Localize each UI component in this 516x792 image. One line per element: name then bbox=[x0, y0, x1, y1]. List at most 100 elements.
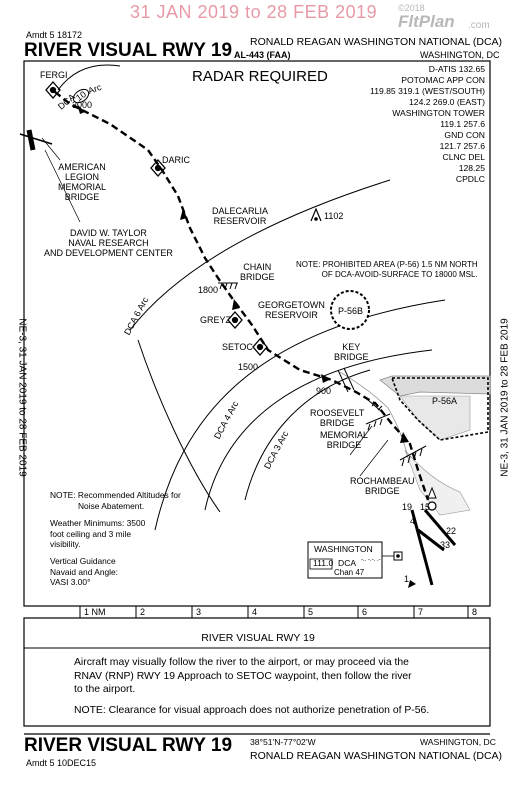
note-altitudes: NOTE: Recommended Altitudes for Noise Ab… bbox=[50, 490, 181, 511]
label-prohibited-note: NOTE: PROHIBITED AREA (P-56) 1.5 NM NORT… bbox=[296, 260, 478, 279]
scale-label: 5 bbox=[308, 607, 314, 617]
track-arrow-1 bbox=[77, 104, 85, 114]
freq-line: POTOMAC APP CON bbox=[401, 75, 485, 85]
leader-memorial bbox=[349, 425, 373, 456]
scale-label: 2 bbox=[140, 607, 146, 617]
label-alt-1500: 1500 bbox=[238, 362, 259, 372]
frequencies-block: D-ATIS 132.65 POTOMAC APP CON 119.85 319… bbox=[370, 64, 485, 185]
freq-line: WASHINGTON TOWER bbox=[392, 108, 485, 118]
arc-dca10 bbox=[57, 64, 121, 91]
airport-land bbox=[404, 449, 471, 516]
label-setoc: SETOC bbox=[222, 342, 253, 352]
watermark-brand: FltPlan bbox=[398, 12, 455, 31]
navaid-morse: -.. -.-. .- bbox=[361, 557, 381, 563]
label-alt-900: 900 bbox=[316, 386, 332, 396]
freq-line: 124.2 269.0 (EAST) bbox=[409, 97, 485, 107]
freq-line: D-ATIS 132.65 bbox=[428, 64, 485, 74]
freq-line: CPDLC bbox=[455, 174, 485, 184]
scale-ticks bbox=[79, 606, 469, 618]
note-weather: Weather Minimums: 3500 foot ceiling and … bbox=[50, 518, 146, 549]
freq-line: 119.1 257.6 bbox=[440, 119, 485, 129]
leader-taylor bbox=[44, 149, 81, 223]
label-rochambeau: ROCHAMBEAU BRIDGE bbox=[350, 476, 415, 496]
footer-airport: RONALD REAGAN WASHINGTON NATIONAL (DCA) bbox=[250, 750, 503, 762]
header-city: WASHINGTON, DC bbox=[420, 50, 500, 60]
label-rwy19: 19 bbox=[402, 502, 413, 512]
river-west bbox=[339, 371, 409, 459]
scale-label: 4 bbox=[252, 607, 258, 617]
roosevelt-bridge-mark bbox=[367, 399, 383, 413]
label-rwy22: 22 bbox=[446, 526, 457, 536]
approach-track bbox=[54, 91, 430, 501]
label-fergi: FERGI bbox=[40, 70, 68, 80]
arc-dca3 bbox=[244, 369, 371, 501]
american-legion-bridge-bar bbox=[26, 129, 36, 151]
label-obstacle: 1102 bbox=[324, 211, 344, 221]
p56a-land bbox=[399, 395, 471, 441]
p56a-boundary bbox=[390, 377, 489, 441]
radar-required: RADAR REQUIRED bbox=[192, 68, 328, 85]
footer-amendment: Amdt 5 10DEC15 bbox=[26, 758, 97, 768]
watermark-dates: 31 JAN 2019 to 28 FEB 2019 bbox=[130, 2, 378, 22]
label-rwy1: 1 bbox=[404, 574, 410, 584]
procedure-title: RIVER VISUAL RWY 19 bbox=[201, 632, 315, 644]
track-arrow-3 bbox=[232, 299, 240, 310]
airport-runways bbox=[410, 509, 457, 586]
label-key-bridge: KEY BRIDGE bbox=[334, 342, 369, 362]
track-arrow-2 bbox=[180, 208, 187, 220]
daric-fix-icon bbox=[150, 159, 166, 177]
label-chain-bridge: CHAIN BRIDGE bbox=[240, 262, 275, 282]
navaid-freq-underline bbox=[309, 558, 333, 570]
track-arrow-4 bbox=[321, 374, 331, 383]
label-georgetown: GEORGETOWN RESERVOIR bbox=[258, 300, 325, 320]
key-bridge-mark bbox=[337, 367, 355, 393]
label-roosevelt: ROOSEVELT BRIDGE bbox=[310, 408, 365, 428]
airport-beacon-icon bbox=[427, 501, 437, 511]
label-p56b: P-56B bbox=[338, 306, 364, 316]
label-alt-1800: 1800 bbox=[198, 285, 219, 295]
label-taylor: DAVID W. TAYLOR NAVAL RESEARCH AND DEVEL… bbox=[44, 228, 173, 258]
footer-title: RIVER VISUAL RWY 19 bbox=[24, 735, 233, 756]
header-amendment: Amdt 5 18172 bbox=[26, 30, 83, 40]
watermark-copyright: ©2018 bbox=[398, 3, 425, 13]
arc-dca4 bbox=[204, 349, 433, 511]
memorial-bridge-mark bbox=[365, 413, 391, 431]
arc-dca6-upper bbox=[129, 179, 391, 331]
label-daric: DARIC bbox=[162, 155, 191, 165]
scale-label: 1 NM bbox=[84, 607, 106, 617]
american-legion-bridge-mark bbox=[19, 133, 53, 145]
footer-city: WASHINGTON, DC bbox=[420, 737, 496, 747]
obstacle-icon bbox=[310, 207, 322, 222]
navaid-box bbox=[307, 541, 383, 579]
chain-bridge-mark bbox=[218, 282, 238, 290]
freq-line: 121.7 257.6 bbox=[439, 141, 485, 151]
fergi-fix-icon bbox=[45, 81, 61, 99]
label-alt-3000: 3000 bbox=[72, 100, 93, 110]
freq-line: 128.25 bbox=[458, 163, 485, 173]
runway-arrow-icon bbox=[408, 580, 416, 588]
navaid-freq: 111.0 bbox=[313, 558, 334, 568]
label-memorial: MEMORIAL BRIDGE bbox=[320, 430, 369, 450]
freq-line: GND CON bbox=[444, 130, 485, 140]
setoc-fix-icon bbox=[252, 338, 268, 356]
procedure-text: Aircraft may visually follow the river t… bbox=[74, 657, 412, 695]
greyz-fix-icon bbox=[227, 311, 243, 329]
arc-dca6 bbox=[154, 299, 446, 531]
rochambeau-bridge-mark bbox=[399, 445, 427, 467]
track-arrow-5 bbox=[400, 432, 409, 443]
arc-dca6-lower bbox=[137, 339, 221, 513]
header-airport: RONALD REAGAN WASHINGTON NATIONAL (DCA) bbox=[250, 36, 503, 48]
label-rwy15: 15 bbox=[420, 502, 431, 512]
airport-obstacle-icon bbox=[427, 486, 437, 499]
navaid-id: DCA bbox=[338, 558, 357, 568]
scale-label: 7 bbox=[418, 607, 424, 617]
label-dalecarlia: DALECARLIA RESERVOIR bbox=[212, 206, 269, 226]
navaid-channel: Chan 47 bbox=[334, 568, 365, 577]
label-p56a: P-56A bbox=[432, 396, 458, 406]
note-vertical: Vertical Guidance Navaid and Angle: VASI… bbox=[50, 556, 118, 587]
footer-coords: 38°51'N-77°02'W bbox=[250, 737, 316, 747]
scale-label: 8 bbox=[472, 607, 478, 617]
header-faa-id: AL-443 (FAA) bbox=[234, 50, 291, 60]
river-shore-east bbox=[379, 375, 491, 397]
